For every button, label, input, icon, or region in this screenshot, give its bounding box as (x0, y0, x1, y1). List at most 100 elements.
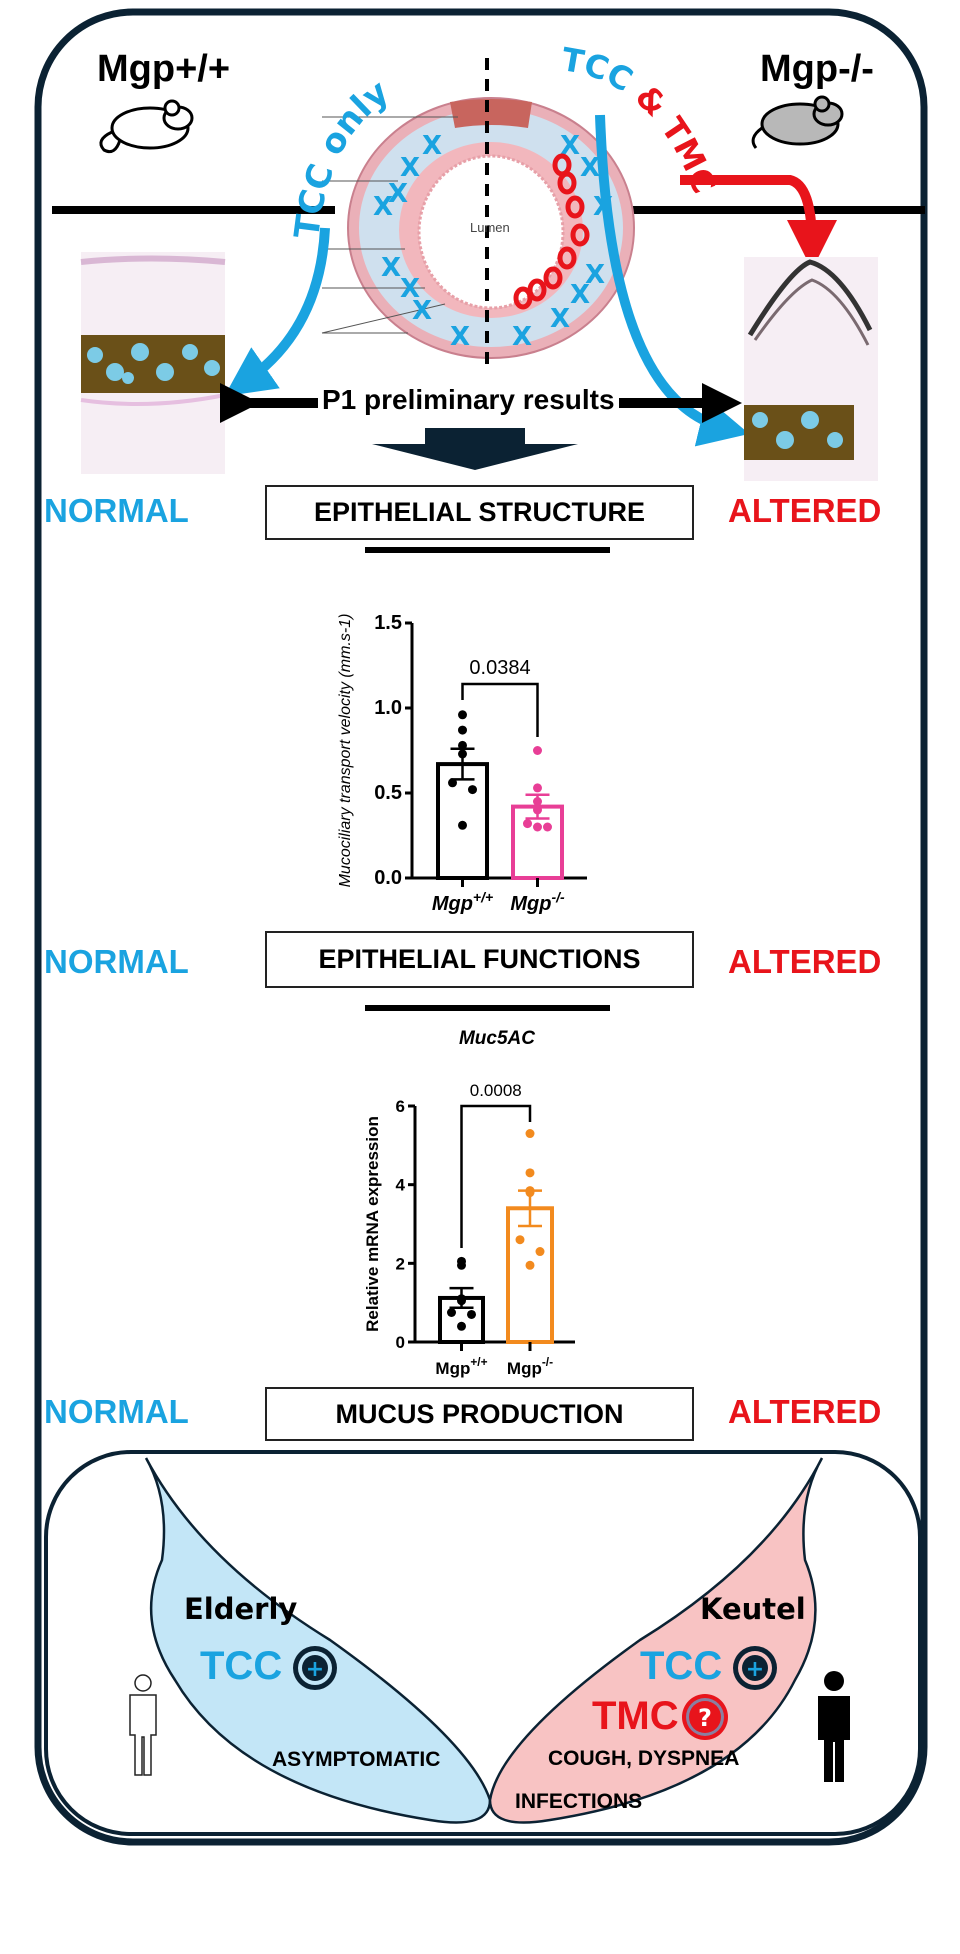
altered-label-mucus: ALTERED (728, 1393, 882, 1430)
person-icon-outline (129, 1674, 157, 1776)
normal-label-structure: NORMAL (44, 492, 189, 529)
data-point (457, 1321, 466, 1331)
divider-right (625, 206, 925, 214)
svg-text:X: X (550, 304, 570, 334)
data-point (543, 822, 552, 832)
data-point (533, 746, 542, 755)
data-point (533, 797, 542, 806)
data-point (515, 1235, 525, 1245)
significance-bracket (461, 682, 539, 737)
svg-text:X: X (422, 131, 442, 161)
chart-title: Muc5AC (459, 1028, 535, 1049)
svg-text:X: X (560, 131, 580, 161)
y-tick-label: 6 (396, 1097, 405, 1116)
normal-label-mucus: NORMAL (44, 1393, 189, 1430)
y-tick-label: 1.0 (374, 697, 402, 719)
plus-badge-icon-left: + (293, 1646, 337, 1690)
svg-text:?: ? (698, 1704, 712, 1732)
data-point (533, 822, 542, 832)
data-point (523, 819, 532, 829)
data-point (468, 785, 477, 795)
preliminary-results-label: P1 preliminary results (318, 384, 619, 416)
y-axis-label: Mucociliary transport velocity (mm.s-1) (337, 614, 354, 888)
asymptomatic-label: ASYMPTOMATIC (272, 1748, 441, 1771)
right-lung (488, 1457, 824, 1824)
separator-1 (365, 547, 610, 553)
y-tick-label: 0.5 (374, 782, 402, 804)
svg-text:X: X (400, 153, 420, 183)
plus-badge-icon-right: + (733, 1646, 777, 1690)
clinical-panel (44, 1450, 922, 1836)
keutel-tmc-label: TMC (592, 1694, 679, 1738)
data-point (458, 710, 467, 720)
elderly-tcc-label: TCC (200, 1644, 283, 1688)
question-badge-icon: ? (682, 1694, 728, 1740)
data-point (447, 1308, 456, 1317)
normal-label-functions: NORMAL (44, 943, 189, 980)
altered-label-structure: ALTERED (728, 492, 882, 529)
outer-frame (34, 8, 928, 1846)
mucus-production-box: MUCUS PRODUCTION (265, 1387, 694, 1441)
data-point (458, 725, 467, 735)
svg-text:X: X (373, 192, 393, 222)
bar-knockout (506, 1206, 554, 1345)
svg-text:+: + (746, 1657, 764, 1682)
left-lung (144, 1457, 492, 1824)
data-point (448, 778, 457, 788)
data-point (525, 1188, 535, 1198)
data-point (458, 749, 467, 759)
epithelial-functions-box: EPITHELIAL FUNCTIONS (265, 931, 694, 988)
wildtype-genotype-label: Mgp+/+ (97, 48, 231, 90)
keutel-tcc-label: TCC (640, 1644, 723, 1688)
y-axis-label: Relative mRNA expression (363, 1116, 382, 1332)
x-tick-label: Mgp+/+ (435, 1355, 487, 1378)
lumen-label: Lumen (470, 220, 510, 235)
svg-text:+: + (306, 1657, 324, 1682)
p-value-label: 0.0008 (470, 1081, 522, 1100)
epithelial-structure-box: EPITHELIAL STRUCTURE (265, 485, 694, 540)
data-point (525, 1168, 535, 1178)
elderly-label: Elderly (184, 1592, 298, 1626)
x-tick-label: Mgp+/+ (432, 889, 493, 915)
p-value-label: 0.0384 (469, 657, 530, 679)
arrow-to-normal-histology (224, 227, 330, 397)
x-tick-label: Mgp-/- (510, 889, 565, 915)
data-point (533, 805, 542, 815)
svg-text:X: X (570, 280, 590, 310)
svg-text:X: X (580, 153, 600, 183)
person-icon-filled (818, 1671, 850, 1782)
data-point (458, 740, 467, 750)
svg-text:X: X (412, 296, 432, 326)
svg-text:X: X (585, 260, 605, 290)
knockout-genotype-label: Mgp-/- (760, 48, 874, 90)
x-tick-label: Mgp-/- (507, 1355, 553, 1378)
y-tick-label: 0.0 (374, 867, 402, 889)
svg-text:X: X (381, 253, 401, 283)
svg-text:X: X (450, 322, 470, 352)
divider-left (52, 206, 335, 214)
y-tick-label: 0 (396, 1333, 405, 1352)
down-arrow (372, 428, 578, 470)
y-tick-label: 4 (396, 1176, 406, 1195)
altered-label-functions: ALTERED (728, 943, 882, 980)
membrane-calcification-marks (513, 153, 590, 310)
data-point (467, 1309, 476, 1319)
infections-label: INFECTIONS (515, 1790, 643, 1813)
histology-image-wildtype (80, 252, 226, 474)
data-point (525, 1260, 535, 1270)
data-point (535, 1247, 545, 1257)
y-tick-label: 1.5 (374, 612, 402, 634)
mouse-icon-knockout (751, 95, 844, 149)
data-point (458, 820, 467, 830)
arrow-tmc-to-altered-histology (680, 175, 837, 270)
svg-text:X: X (400, 274, 420, 304)
svg-text:X: X (388, 179, 408, 209)
separator-2 (365, 1005, 610, 1011)
keutel-label: Keutel (700, 1592, 806, 1626)
